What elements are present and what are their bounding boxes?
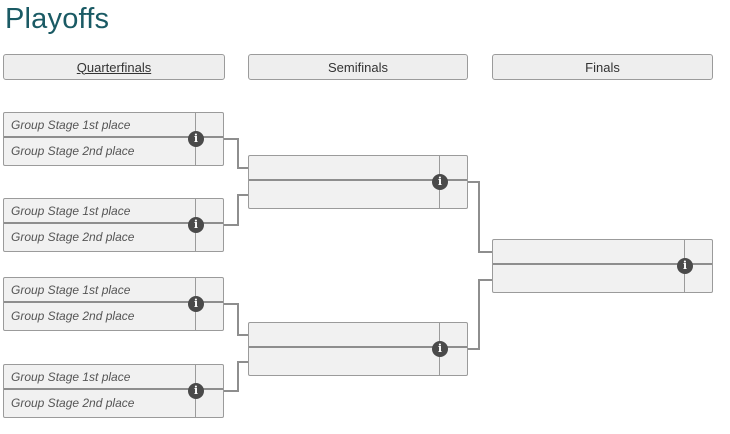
team-name: Group Stage 1st place [11, 369, 131, 384]
match-info-icon[interactable]: i [188, 217, 204, 233]
match-info-icon[interactable]: i [432, 174, 448, 190]
round-label: Semifinals [328, 59, 388, 75]
team-name: Group Stage 1st place [11, 282, 131, 297]
match-slot-bottom: Group Stage 2nd place [4, 138, 223, 163]
match-info-icon[interactable]: i [432, 341, 448, 357]
match-slot-top: Group Stage 1st place [4, 365, 223, 390]
match-slot-top: Group Stage 1st place [4, 278, 223, 303]
match-info-icon[interactable]: i [188, 383, 204, 399]
round-header-finals[interactable]: Finals [492, 54, 713, 80]
match-slot-bottom: Group Stage 2nd place [4, 224, 223, 249]
match-slot-top [493, 240, 712, 265]
match-slot-top: Group Stage 1st place [4, 199, 223, 224]
match-slot-top [249, 156, 467, 181]
round-header-quarterfinals[interactable]: Quarterfinals [3, 54, 225, 80]
match-info-icon[interactable]: i [188, 296, 204, 312]
match-slot-bottom: Group Stage 2nd place [4, 303, 223, 328]
match-quarterfinal-2: Group Stage 1st place Group Stage 2nd pl… [3, 198, 224, 252]
match-quarterfinal-4: Group Stage 1st place Group Stage 2nd pl… [3, 364, 224, 418]
team-name: Group Stage 2nd place [11, 229, 135, 244]
team-name: Group Stage 1st place [11, 117, 131, 132]
round-header-semifinals[interactable]: Semifinals [248, 54, 468, 80]
match-semifinal-2: i [248, 322, 468, 376]
page-title: Playoffs [5, 3, 110, 35]
match-quarterfinal-1: Group Stage 1st place Group Stage 2nd pl… [3, 112, 224, 166]
match-info-icon[interactable]: i [188, 131, 204, 147]
match-info-icon[interactable]: i [677, 258, 693, 274]
team-name: Group Stage 2nd place [11, 308, 135, 323]
team-name: Group Stage 2nd place [11, 395, 135, 410]
match-quarterfinal-3: Group Stage 1st place Group Stage 2nd pl… [3, 277, 224, 331]
match-final: i [492, 239, 713, 293]
match-slot-bottom: Group Stage 2nd place [4, 390, 223, 415]
round-label: Finals [585, 59, 620, 75]
team-name: Group Stage 2nd place [11, 143, 135, 158]
match-slot-top [249, 323, 467, 348]
match-semifinal-1: i [248, 155, 468, 209]
team-name: Group Stage 1st place [11, 203, 131, 218]
match-slot-top: Group Stage 1st place [4, 113, 223, 138]
round-label: Quarterfinals [76, 59, 152, 75]
